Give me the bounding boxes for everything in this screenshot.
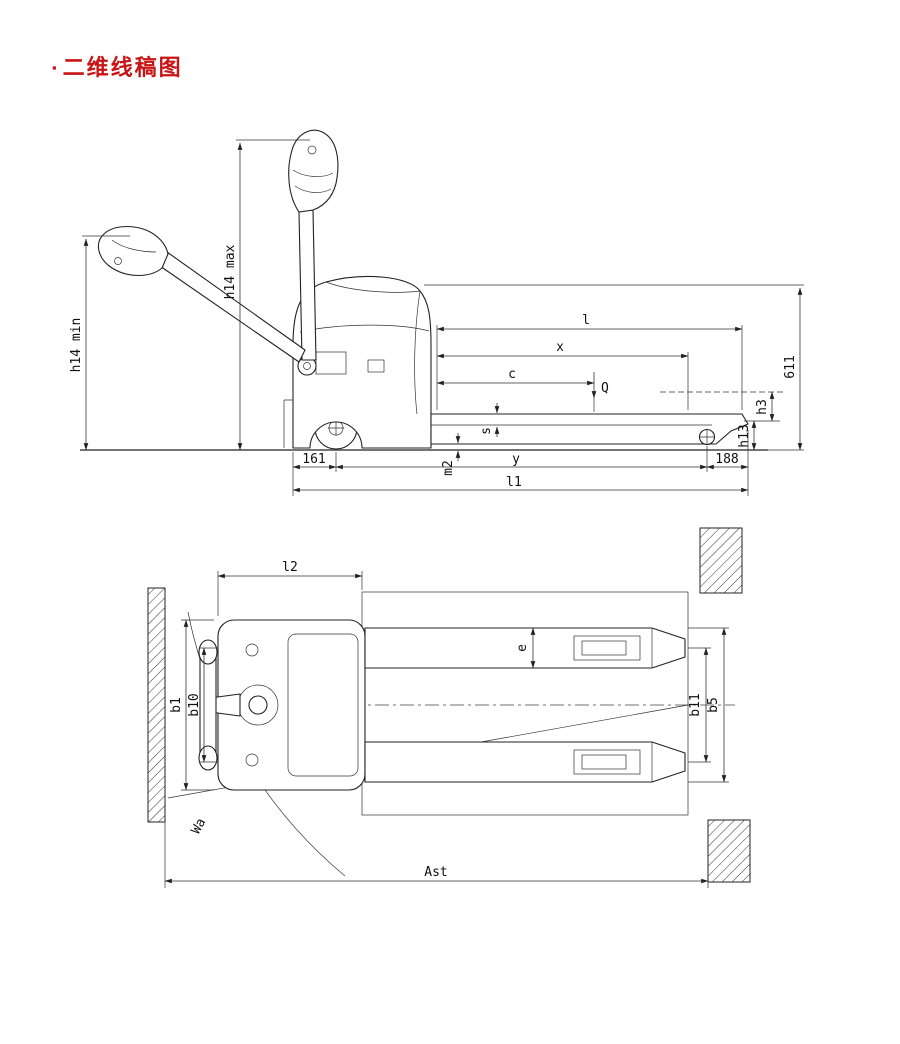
dimension-label-wa: Wa (189, 816, 210, 837)
dimension-label-611: 611 (783, 355, 798, 378)
top-view-drawing: Wa (147, 527, 751, 888)
wall-top-right (699, 527, 743, 594)
dimension-label-x: x (556, 340, 564, 355)
top-view-dimensions: l2 b1 b10 e b11 b5 (164, 560, 729, 888)
dimension-label-ast: Ast (424, 865, 447, 880)
side-view-drawing: h14 max h14 min l x c Q (69, 129, 804, 496)
page-title: ▪ 二维线稿图 (52, 50, 183, 82)
tiller-pivot (297, 356, 317, 376)
dimension-label-l1: l1 (506, 475, 522, 490)
dimension-label-b1: b1 (169, 697, 184, 713)
dimension-label-h14-max: h14 max (223, 244, 238, 299)
dimension-label-l2: l2 (282, 560, 298, 575)
dimension-label-c: c (508, 367, 516, 382)
side-view-dimensions: h14 max h14 min l x c Q (69, 139, 804, 496)
aisle-walls (147, 527, 751, 883)
wall-left (147, 587, 166, 823)
dimension-label-q: Q (601, 381, 609, 396)
dimension-label-s: s (479, 427, 494, 435)
dimension-label-b5: b5 (706, 697, 721, 713)
dimension-label-161: 161 (302, 452, 325, 467)
dimension-label-b10: b10 (187, 693, 202, 716)
dimension-label-h13: h13 (737, 424, 752, 447)
tiller-arm-max (288, 129, 339, 361)
forks-plan (364, 627, 686, 783)
title-text: 二维线稿图 (62, 55, 183, 80)
dimension-label-e: e (515, 644, 530, 652)
dimension-label-188: 188 (715, 452, 738, 467)
dimension-label-b11: b11 (688, 693, 703, 716)
dimension-label-l: l (582, 313, 590, 328)
tiller-arm-min (97, 225, 306, 363)
dimension-label-y: y (512, 452, 520, 467)
dimension-label-h14-min: h14 min (69, 318, 84, 373)
dimension-label-h3: h3 (755, 399, 770, 415)
wall-bottom-right (707, 819, 751, 883)
dimension-label-m2: m2 (441, 460, 456, 476)
title-bullet-icon: ▪ (52, 59, 59, 75)
fork-side (430, 391, 784, 446)
